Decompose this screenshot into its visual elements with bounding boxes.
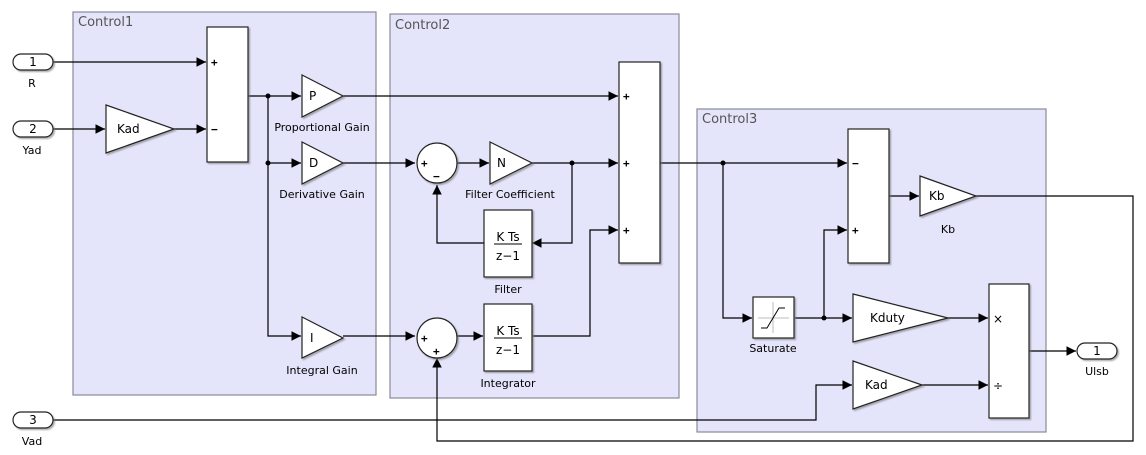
integrator-block[interactable]: K Ts z−1 Integrator — [480, 303, 536, 390]
kad-gain-1[interactable]: Kad — [105, 104, 176, 154]
block-label: Integral Gain — [286, 364, 357, 377]
block-label: Derivative Gain — [279, 188, 365, 201]
sum-block-1[interactable]: + − — [206, 26, 249, 163]
subsystem-title: Control2 — [395, 18, 450, 33]
tf-denominator: z−1 — [496, 249, 520, 263]
sign-label: − — [211, 123, 218, 136]
sign-label: + — [623, 90, 630, 103]
port-label: Vad — [22, 435, 42, 448]
kad-gain-2[interactable]: Kad — [852, 360, 924, 410]
sign-label: ÷ — [993, 379, 1003, 393]
sign-label: + — [623, 224, 630, 237]
gain-text: N — [497, 156, 506, 170]
inport-2[interactable]: 2 Yad — [12, 120, 54, 157]
port-label: Ulsb — [1085, 365, 1109, 378]
block-label: Filter — [494, 283, 522, 296]
inport-1[interactable]: 1 R — [12, 53, 54, 90]
proportional-gain[interactable]: P Proportional Gain — [274, 74, 370, 134]
saturation-icon — [758, 302, 789, 333]
gain-text: Kad — [865, 378, 888, 392]
saturate-block[interactable]: Saturate — [749, 296, 797, 355]
sign-label: − — [852, 157, 859, 170]
port-number: 2 — [29, 122, 37, 136]
tf-denominator: z−1 — [496, 343, 520, 357]
inport-3[interactable]: 3 Vad — [12, 411, 54, 448]
gain-text: Kduty — [870, 311, 905, 325]
integrator-sum-circle[interactable]: + + — [416, 317, 458, 359]
gain-text: D — [309, 156, 318, 170]
block-label: Kb — [941, 223, 955, 236]
subsystem-title: Control1 — [78, 15, 133, 30]
tf-numerator: K Ts — [496, 324, 519, 338]
port-label: Yad — [22, 144, 42, 157]
outport-1[interactable]: 1 Ulsb — [1076, 342, 1118, 378]
kb-gain[interactable]: Kb Kb — [919, 175, 978, 236]
sign-label: × — [993, 312, 1003, 326]
tf-numerator: K Ts — [496, 230, 519, 244]
filter-block[interactable]: K Ts z−1 Filter — [483, 209, 533, 296]
derivative-gain[interactable]: D Derivative Gain — [279, 141, 365, 201]
sum-block-3[interactable]: − + — [847, 128, 890, 264]
sign-label: + — [211, 56, 218, 69]
sign-label: + — [852, 224, 859, 237]
kduty-gain[interactable]: Kduty — [852, 293, 949, 343]
sign-label: − — [433, 170, 440, 183]
sum-block-2[interactable]: + + + — [618, 61, 661, 264]
filter-coefficient-gain[interactable]: N Filter Coefficient — [465, 141, 556, 201]
sign-label: + — [433, 345, 440, 358]
integral-gain[interactable]: I Integral Gain — [286, 316, 358, 377]
gain-text: I — [310, 331, 314, 345]
port-label: R — [28, 77, 36, 90]
port-number: 1 — [1093, 344, 1101, 358]
gain-text: Kad — [117, 122, 140, 136]
signal-lines — [53, 57, 1134, 442]
product-block[interactable]: × ÷ — [988, 283, 1030, 419]
block-label: Integrator — [480, 377, 536, 390]
sign-label: + — [421, 332, 428, 345]
gain-text: Kb — [929, 189, 945, 203]
port-number: 3 — [29, 413, 37, 427]
block-label: Filter Coefficient — [465, 188, 555, 201]
sign-label: + — [421, 157, 428, 170]
filter-sum-circle[interactable]: + − — [416, 142, 458, 184]
port-number: 1 — [29, 55, 37, 69]
subsystem-title: Control3 — [702, 112, 757, 127]
block-label: Proportional Gain — [274, 121, 369, 134]
gain-text: P — [309, 89, 316, 103]
block-label: Saturate — [749, 342, 797, 355]
sign-label: + — [623, 157, 630, 170]
